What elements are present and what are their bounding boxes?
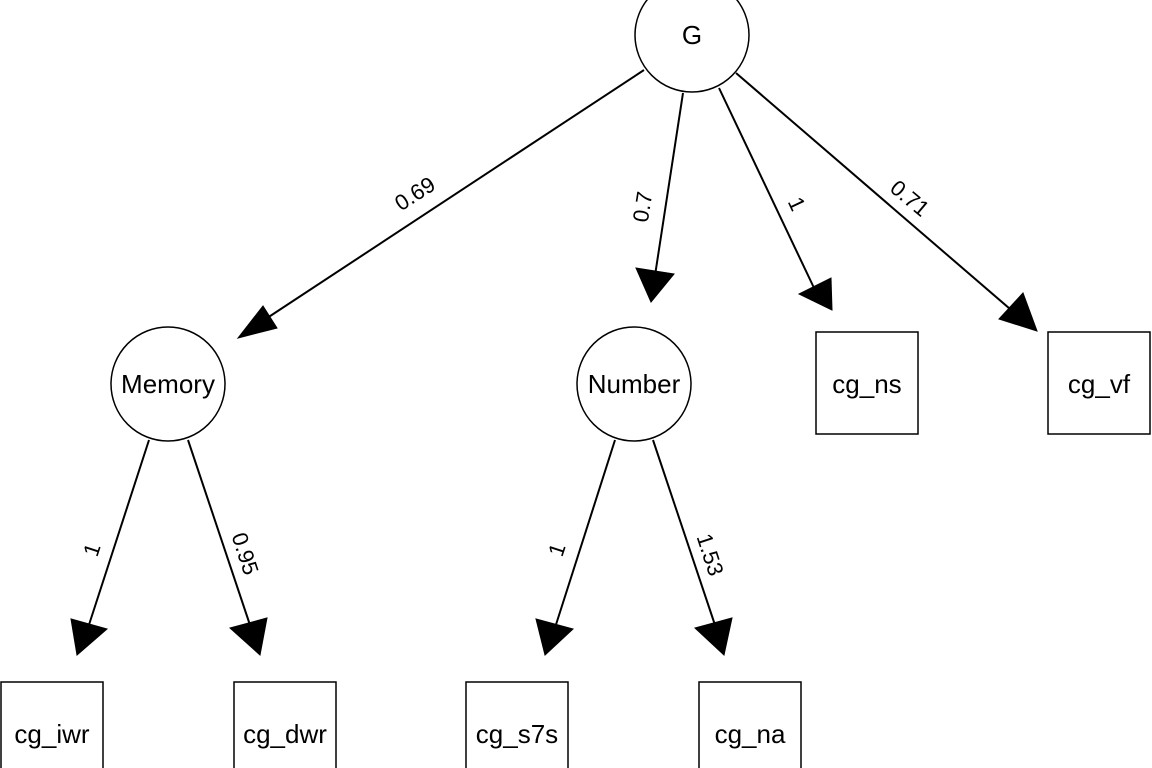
arrowhead	[70, 618, 109, 656]
node-cg-iwr: cg_iwr	[0, 681, 104, 768]
arrowhead	[228, 617, 268, 656]
arrowhead	[797, 277, 833, 311]
node-label: cg_ns	[832, 369, 901, 399]
node-label: cg_s7s	[476, 719, 558, 749]
edge-number-cg-na: 1.53	[652, 439, 733, 656]
node-label: cg_vf	[1068, 369, 1131, 399]
node-g: G	[634, 0, 750, 93]
edge-g-cg-ns: 1	[718, 87, 833, 311]
node-label: cg_na	[715, 719, 786, 749]
node-label: G	[682, 20, 702, 50]
edge-label-g-cg-ns: 1	[783, 193, 811, 215]
arrowhead	[998, 292, 1038, 332]
edge-label-g-cg-vf: 0.71	[885, 175, 934, 222]
node-label: cg_iwr	[14, 719, 89, 749]
edge-g-memory: 0.69	[236, 69, 645, 339]
node-label: cg_dwr	[243, 719, 327, 749]
node-memory: Memory	[110, 326, 226, 442]
node-cg-ns: cg_ns	[815, 331, 919, 435]
node-cg-dwr: cg_dwr	[233, 681, 337, 768]
node-label: Number	[588, 369, 681, 399]
node-cg-s7s: cg_s7s	[465, 681, 569, 768]
edge-g-number: 0.7	[628, 92, 684, 303]
node-number: Number	[576, 326, 692, 442]
edge-label-memory-cg-iwr: 1	[78, 540, 106, 559]
node-cg-vf: cg_vf	[1047, 331, 1151, 435]
edge-label-number-cg-s7s: 1	[543, 540, 571, 559]
edge-label-g-number: 0.7	[628, 190, 657, 224]
node-label: Memory	[121, 369, 215, 399]
edge-number-cg-s7s: 1	[535, 439, 616, 656]
edge-memory-cg-iwr: 1	[70, 439, 150, 656]
arrowhead	[236, 305, 278, 339]
arrowhead	[535, 618, 575, 656]
edge-g-cg-vf: 0.71	[735, 72, 1038, 332]
arrowhead	[635, 267, 675, 303]
node-cg-na: cg_na	[698, 681, 802, 768]
edge-memory-cg-dwr: 0.95	[187, 439, 268, 656]
arrowhead	[694, 617, 733, 656]
